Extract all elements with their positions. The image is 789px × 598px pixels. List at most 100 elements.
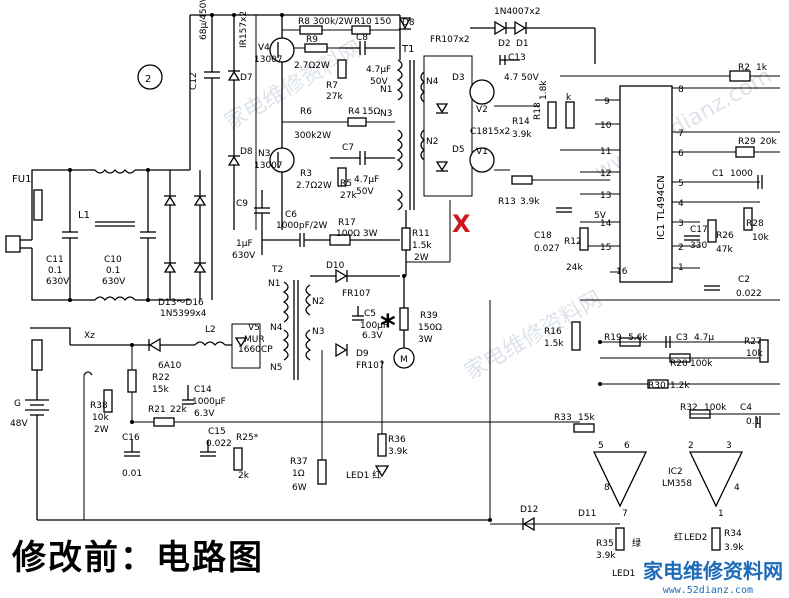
svg-text:IC2: IC2 xyxy=(668,467,683,477)
svg-text:红: 红 xyxy=(674,531,683,543)
svg-text:13: 13 xyxy=(600,191,611,201)
svg-text:20k: 20k xyxy=(760,137,777,147)
svg-text:22k: 22k xyxy=(170,405,187,415)
svg-text:1: 1 xyxy=(718,509,724,519)
site-logo: 家电维修资料网 xyxy=(643,559,783,583)
svg-text:C13: C13 xyxy=(508,53,526,63)
svg-text:R12: R12 xyxy=(564,237,582,247)
svg-text:13007: 13007 xyxy=(254,55,283,65)
svg-text:8: 8 xyxy=(604,483,610,493)
svg-text:C11: C11 xyxy=(46,255,64,265)
svg-text:R19: R19 xyxy=(604,333,622,343)
svg-text:5: 5 xyxy=(598,441,604,451)
svg-text:D11: D11 xyxy=(578,509,596,519)
svg-text:100k: 100k xyxy=(690,359,713,369)
svg-text:10k: 10k xyxy=(92,413,109,423)
svg-text:16: 16 xyxy=(616,267,628,277)
svg-text:10k: 10k xyxy=(752,233,769,243)
svg-text:C8: C8 xyxy=(356,33,368,43)
site-url: www.52dianz.com xyxy=(662,585,753,596)
svg-text:0.1: 0.1 xyxy=(106,266,120,276)
svg-text:15: 15 xyxy=(600,243,611,253)
svg-text:50V: 50V xyxy=(356,187,374,197)
svg-text:4: 4 xyxy=(734,483,740,493)
star-marker: * xyxy=(380,309,396,344)
svg-text:68μ/450V: 68μ/450V xyxy=(199,0,209,40)
svg-text:D8: D8 xyxy=(402,18,415,28)
svg-text:100μF: 100μF xyxy=(360,321,388,331)
svg-text:6W: 6W xyxy=(292,483,307,493)
svg-text:V1: V1 xyxy=(476,147,488,157)
transistor-v2 xyxy=(469,79,495,105)
svg-text:1.5k: 1.5k xyxy=(544,339,564,349)
svg-text:R17: R17 xyxy=(338,218,356,228)
svg-text:C12: C12 xyxy=(189,72,199,90)
svg-text:630V: 630V xyxy=(102,277,126,287)
svg-text:N4: N4 xyxy=(426,77,439,87)
svg-text:5: 5 xyxy=(678,179,684,189)
svg-text:V2: V2 xyxy=(476,105,488,115)
svg-text:IC1 TL494CN: IC1 TL494CN xyxy=(656,175,667,240)
svg-text:D10: D10 xyxy=(326,261,345,271)
half-bridge: V4 13007 N3 13007 R8 300k/2W R10 150 D8 … xyxy=(254,15,415,230)
svg-text:150Ω: 150Ω xyxy=(418,323,442,333)
svg-text:R38: R38 xyxy=(90,401,108,411)
svg-text:1.8k: 1.8k xyxy=(539,80,549,100)
svg-text:C1: C1 xyxy=(712,169,724,179)
svg-text:D8: D8 xyxy=(240,147,253,157)
svg-text:6: 6 xyxy=(624,441,630,451)
ic1-tl494: IC1 TL494CN 9 10 11 12 13 14 15 16 8 7 6… xyxy=(534,63,780,299)
svg-text:5.6k: 5.6k xyxy=(628,333,648,343)
svg-text:N3: N3 xyxy=(312,327,324,337)
svg-text:R8 300k/2W: R8 300k/2W xyxy=(298,17,353,27)
svg-text:3.9k: 3.9k xyxy=(512,130,532,140)
svg-text:D1: D1 xyxy=(516,39,529,49)
svg-text:R5: R5 xyxy=(340,179,352,189)
svg-text:C14: C14 xyxy=(194,385,212,395)
svg-text:C9: C9 xyxy=(236,199,248,209)
svg-text:C3: C3 xyxy=(676,333,688,343)
svg-text:L2: L2 xyxy=(205,325,216,335)
svg-text:D9: D9 xyxy=(356,349,369,359)
svg-text:LED1: LED1 xyxy=(612,569,635,579)
svg-text:R13: R13 xyxy=(498,197,516,207)
svg-text:R37: R37 xyxy=(290,457,308,467)
svg-text:C18: C18 xyxy=(534,231,552,241)
svg-text:15k: 15k xyxy=(152,385,169,395)
svg-text:R10: R10 xyxy=(354,17,372,27)
svg-text:Xz: Xz xyxy=(84,331,95,341)
svg-text:3.9k: 3.9k xyxy=(724,543,744,553)
svg-text:C4: C4 xyxy=(740,403,752,413)
svg-text:300k2W: 300k2W xyxy=(294,131,331,141)
svg-text:C17: C17 xyxy=(690,225,708,235)
svg-text:R32: R32 xyxy=(680,403,698,413)
svg-text:3W: 3W xyxy=(418,335,433,345)
svg-text:IR157x2: IR157x2 xyxy=(239,11,249,48)
svg-text:C16: C16 xyxy=(122,433,140,443)
svg-text:N4: N4 xyxy=(270,323,283,333)
svg-text:4: 4 xyxy=(678,199,684,209)
svg-text:0.022: 0.022 xyxy=(736,289,762,299)
svg-text:绿: 绿 xyxy=(632,537,641,549)
svg-text:9: 9 xyxy=(604,97,610,107)
svg-text:C15: C15 xyxy=(208,427,226,437)
svg-text:D5: D5 xyxy=(452,145,465,155)
svg-text:10: 10 xyxy=(600,121,612,131)
svg-text:R27: R27 xyxy=(744,337,762,347)
svg-text:1N4007x2: 1N4007x2 xyxy=(494,7,540,17)
red-x-marker: X xyxy=(452,210,471,238)
svg-text:D13～D16: D13～D16 xyxy=(158,298,204,308)
svg-text:D2: D2 xyxy=(498,39,511,49)
c9-c6: C9 1μF 630V C6 1000pF/2W R17 100Ω 3W xyxy=(232,190,400,261)
svg-text:N5: N5 xyxy=(270,363,282,373)
svg-text:2: 2 xyxy=(145,74,151,85)
svg-text:R4: R4 xyxy=(348,107,360,117)
svg-text:家电维修资料网: 家电维修资料网 xyxy=(461,287,607,386)
svg-text:R26: R26 xyxy=(716,231,734,241)
svg-text:G: G xyxy=(14,399,21,409)
svg-text:24k: 24k xyxy=(566,263,583,273)
svg-text:C6: C6 xyxy=(285,210,297,220)
opamp-2 xyxy=(688,451,744,508)
svg-text:L1: L1 xyxy=(78,210,90,221)
svg-text:R30: R30 xyxy=(648,381,666,391)
